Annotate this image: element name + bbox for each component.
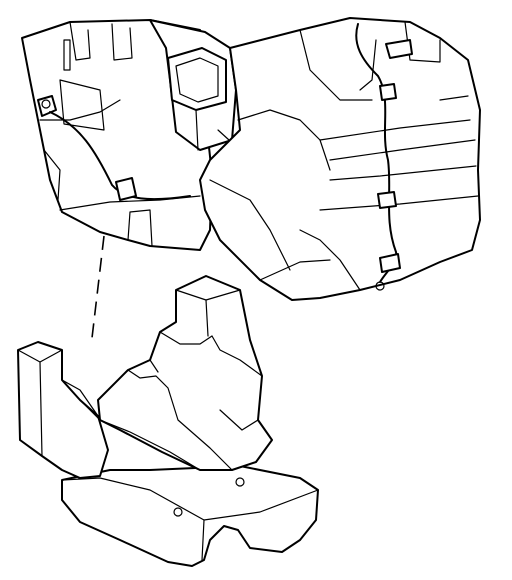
bracket-icon: [17, 275, 319, 567]
module-right-case: [199, 17, 481, 301]
hvac-module-icon: [21, 17, 481, 301]
module-left-case: [21, 19, 213, 251]
alignment-guide-line: [91, 235, 105, 339]
module-duct-outlet: [149, 19, 241, 152]
